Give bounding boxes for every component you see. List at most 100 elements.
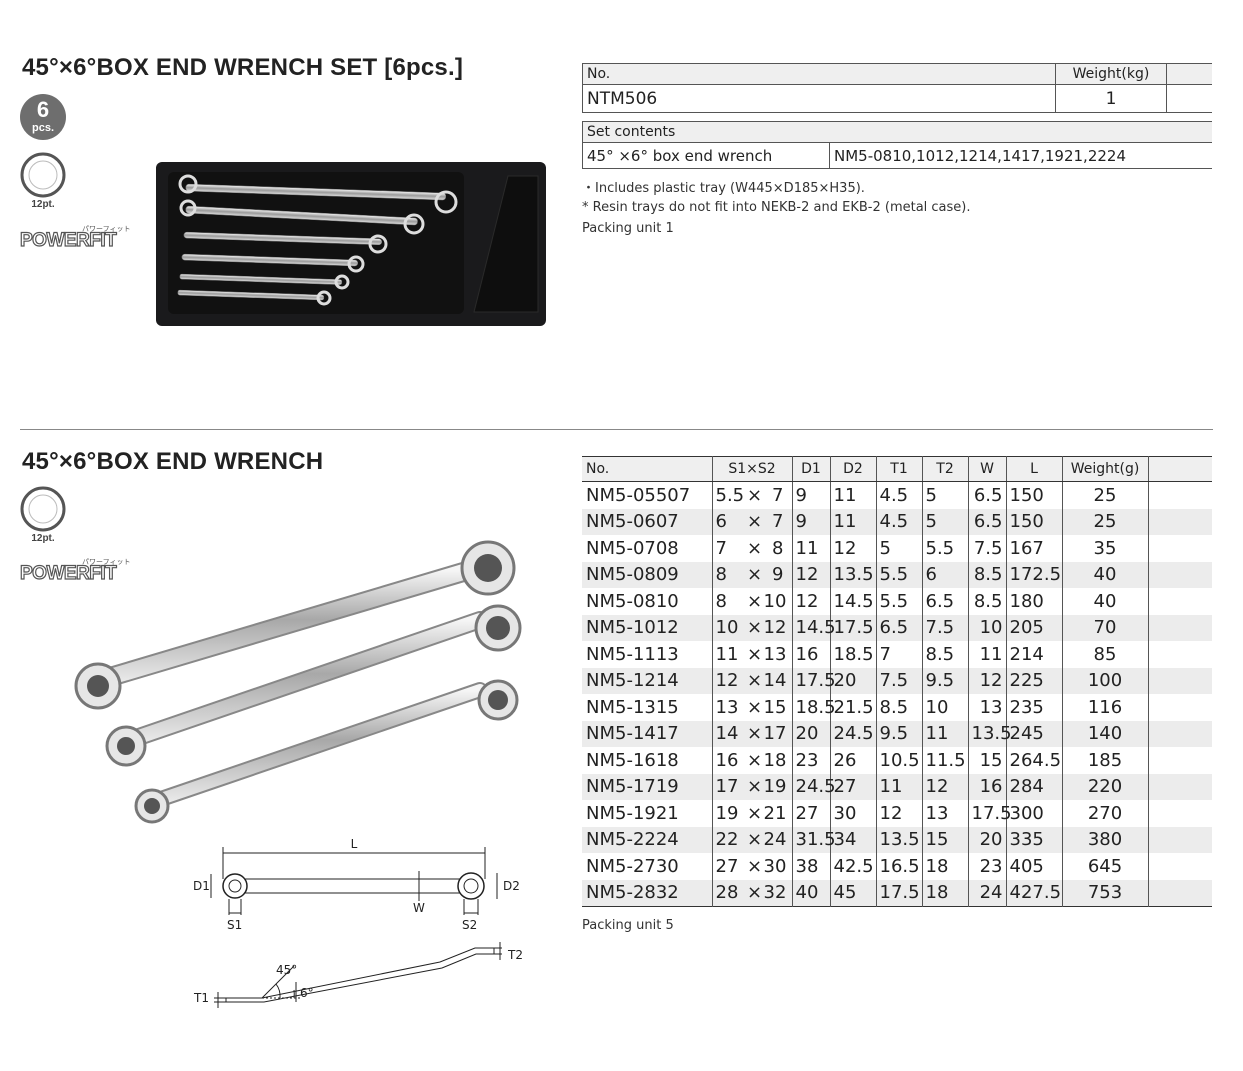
logo-kana: パワーフィット — [82, 226, 131, 233]
cell-no: NM5-0809 — [582, 561, 712, 588]
cell-s1: 7 — [715, 537, 727, 559]
diagram-label-L: L — [351, 837, 358, 851]
cell-s2: 8 — [772, 537, 784, 559]
cell-d1: 24.5 — [791, 773, 836, 800]
cell-times: × — [746, 643, 763, 665]
cell-no: NM5-2224 — [582, 826, 712, 853]
cell-s1xs2: 13×15 — [711, 694, 792, 721]
diagram-label-45: 45° — [276, 963, 297, 977]
cell-s2: 14 — [763, 670, 787, 692]
cell-weight: 70 — [1061, 614, 1148, 641]
set-note-resin: * Resin trays do not fit into NEKB-2 and… — [582, 200, 971, 215]
cell-weight: 40 — [1061, 588, 1148, 615]
cell-t1: 7.5 — [875, 667, 922, 694]
cell-s2: 30 — [763, 855, 787, 877]
header-d1: D1 — [791, 456, 830, 482]
cell-no: NM5-2730 — [586, 855, 679, 877]
cell-weight: 85 — [1061, 641, 1148, 668]
cell-times: × — [746, 617, 763, 639]
cell-s2: 9 — [772, 564, 784, 586]
cell-d2: 45 — [829, 879, 876, 907]
cell-weight: 140 — [1061, 720, 1148, 747]
diagram-label-D1: D1 — [193, 879, 210, 893]
cell-d1: 20 — [791, 720, 830, 747]
cell-times: × — [746, 829, 763, 851]
set-spec-header-weight: Weight(kg) — [1055, 63, 1167, 85]
cell-t1: 13.5 — [875, 826, 922, 853]
cell-times: × — [746, 749, 763, 771]
cell-w: 17.5 — [967, 800, 1012, 827]
cell-s1xs2: 27×30 — [711, 853, 792, 880]
cell-d2: 18.5 — [829, 641, 876, 668]
cell-t2: 15 — [921, 826, 968, 853]
cell-s2: 12 — [763, 617, 787, 639]
set-spec-table: No. Weight(kg) NTM506 1 — [582, 63, 1212, 113]
powerfit-logo: POWERFIT — [19, 229, 117, 251]
cell-l: 284 — [1005, 773, 1062, 800]
wrench-table-header: No. S1×S2 D1 D2 T1 T2 W L Weight(g) — [582, 456, 1212, 482]
cell-t1: 12 — [875, 800, 922, 827]
cell-t1: 5.5 — [875, 561, 922, 588]
cell-l: 150 — [1005, 508, 1062, 535]
set-note-packing: Packing unit 1 — [582, 221, 674, 236]
pieces-badge-unit: pcs. — [31, 122, 54, 134]
cell-no: NM5-1113 — [586, 643, 679, 665]
cell-s1xs2: 8×10 — [711, 588, 792, 615]
cell-t2: 18 — [921, 853, 968, 880]
cell-t2: 5 — [921, 481, 968, 509]
cell-weight: 645 — [1061, 853, 1148, 880]
cell-s1xs2: 14×17 — [711, 720, 792, 747]
cell-d1: 11 — [791, 535, 830, 562]
cell-weight: 270 — [1061, 800, 1148, 827]
cell-w: 24 — [967, 879, 1006, 907]
cell-l: 172.5 — [1005, 561, 1062, 588]
cell-w: 8.5 — [967, 588, 1006, 615]
cell-t1: 8.5 — [875, 694, 922, 721]
header-weight: Weight(g) — [1061, 456, 1148, 482]
cell-weight: 185 — [1061, 747, 1148, 774]
wrench-product-image — [74, 540, 522, 824]
cell-times: × — [746, 511, 763, 533]
dimension-diagram-side-view: 45° 6° T1 T2 — [193, 942, 523, 1008]
cell-t1: 6.5 — [875, 614, 922, 641]
cell-no: NM5-1417 — [582, 720, 712, 747]
diagram-label-T2: T2 — [507, 948, 523, 962]
cell-s1xs2: 5.5×7 — [711, 481, 792, 509]
cell-no: NM5-0708 — [586, 537, 679, 559]
cell-s1xs2: 11×13 — [711, 641, 792, 668]
cell-w: 16 — [967, 773, 1006, 800]
cell-t2: 6.5 — [921, 588, 968, 615]
cell-w: 13.5 — [967, 720, 1012, 747]
12-point-icon — [20, 152, 66, 198]
cell-s1xs2: 19×21 — [711, 800, 792, 827]
cell-d1: 18.5 — [791, 694, 836, 721]
cell-t2: 7.5 — [921, 614, 968, 641]
cell-d1: 12 — [791, 561, 830, 588]
cell-w: 23 — [967, 853, 1006, 880]
cell-s1: 6 — [715, 511, 727, 533]
diagram-label-W: W — [413, 901, 425, 915]
cell-l: 167 — [1005, 535, 1062, 562]
diagram-label-S2: S2 — [462, 918, 477, 932]
diagram-label-T1: T1 — [193, 991, 209, 1005]
cell-s1: 19 — [715, 802, 739, 824]
cell-s1: 16 — [715, 749, 739, 771]
cell-d2: 20 — [829, 667, 876, 694]
cell-s1xs2: 10×12 — [711, 614, 792, 641]
cell-s2: 19 — [763, 776, 787, 798]
cell-d2: 24.5 — [829, 720, 876, 747]
cell-l: 235 — [1005, 694, 1062, 721]
cell-t1: 5 — [875, 535, 922, 562]
cell-w: 8.5 — [967, 561, 1006, 588]
cell-l: 225 — [1005, 667, 1062, 694]
cell-s2: 15 — [763, 696, 787, 718]
cell-s1xs2: 12×14 — [711, 667, 792, 694]
cell-w: 7.5 — [967, 535, 1006, 562]
set-contents-header: Set contents — [582, 121, 1212, 143]
cell-t2: 18 — [921, 879, 968, 907]
